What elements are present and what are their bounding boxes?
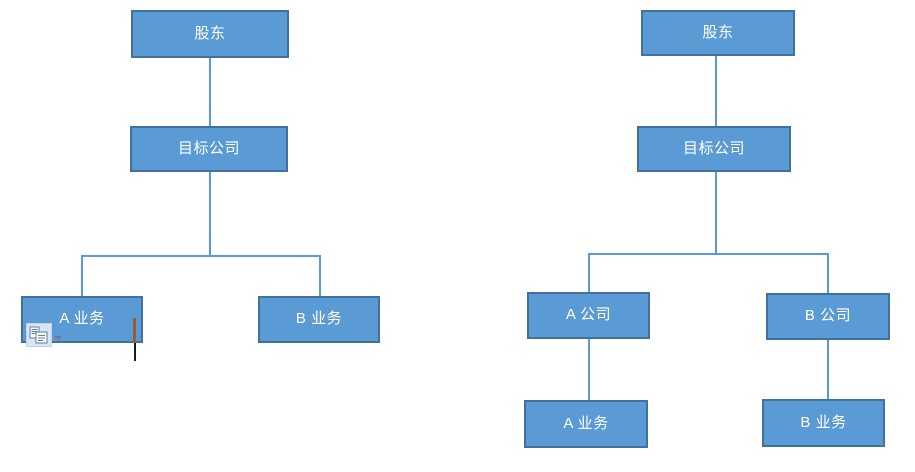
paste-options-chevron-down-icon[interactable] [54, 336, 62, 340]
node-r-biz-a[interactable]: A 业务 [524, 400, 648, 448]
node-l-shareholder[interactable]: 股东 [131, 10, 289, 58]
node-label: A 公司 [565, 306, 612, 324]
connector-l-split-to-l-biz-b [319, 255, 321, 297]
connector-r-company-b-to-r-biz-b [827, 340, 829, 399]
connector-l-target-to-l-split [209, 172, 211, 255]
node-label: 目标公司 [682, 139, 745, 157]
connector-r-split-to-r-branch [588, 253, 828, 255]
node-label: A 业务 [59, 310, 105, 328]
node-r-biz-b[interactable]: B 业务 [762, 399, 885, 447]
connector-r-target-to-r-split [715, 172, 717, 253]
connector-l-split-to-l-biz-a [81, 255, 83, 297]
connector-r-split-to-r-company-b [827, 253, 829, 293]
node-label: A 业务 [563, 414, 609, 432]
node-label: 股东 [194, 24, 226, 42]
paste-options-button[interactable] [26, 323, 52, 347]
connector-r-split-to-r-company-a [588, 253, 590, 292]
node-label: B 业务 [295, 310, 343, 328]
connector-r-company-a-to-r-biz-a [588, 339, 590, 400]
connector-r-shareholder-to-r-target [715, 56, 717, 126]
node-r-company-a[interactable]: A 公司 [527, 292, 650, 339]
node-l-biz-b[interactable]: B 业务 [258, 296, 380, 343]
clipboard-paste-icon [29, 326, 48, 344]
text-insertion-caret-upper [133, 318, 136, 343]
node-label: B 业务 [800, 413, 847, 431]
node-label: B 公司 [804, 307, 852, 325]
text-insertion-caret-lower [133, 343, 136, 361]
node-r-company-b[interactable]: B 公司 [766, 293, 890, 340]
connector-l-shareholder-to-l-target [209, 58, 211, 126]
connector-l-split-to-l-branch [81, 255, 321, 257]
node-label: 目标公司 [177, 139, 240, 157]
node-r-target[interactable]: 目标公司 [637, 126, 791, 172]
node-label: 股东 [702, 23, 734, 41]
node-r-shareholder[interactable]: 股东 [641, 10, 795, 56]
node-l-target[interactable]: 目标公司 [130, 126, 288, 172]
